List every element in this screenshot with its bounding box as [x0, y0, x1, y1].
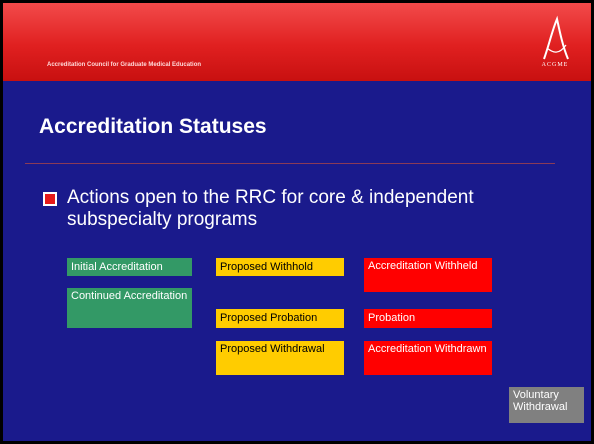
- status-proposed-withhold: Proposed Withhold: [216, 258, 344, 276]
- organization-name: Accreditation Council for Graduate Medic…: [47, 62, 202, 68]
- acgme-logo: ACGME: [539, 15, 573, 73]
- status-proposed-withdrawal: Proposed Withdrawal: [216, 341, 344, 375]
- status-probation: Probation: [364, 309, 492, 328]
- bullet-text: Actions open to the RRC for core & indep…: [67, 187, 474, 230]
- square-bullet-icon: [43, 192, 57, 206]
- status-initial-accreditation: Initial Accreditation: [67, 258, 192, 276]
- status-accreditation-withheld: Accreditation Withheld: [364, 258, 492, 292]
- status-continued-accreditation: Continued Accreditation: [67, 288, 192, 328]
- title-divider: [25, 163, 555, 164]
- slide-title: Accreditation Statuses: [39, 115, 267, 138]
- logo-arch-icon: [543, 15, 569, 60]
- status-voluntary-withdrawal: Voluntary Withdrawal: [509, 387, 584, 423]
- status-accreditation-withdrawn: Accreditation Withdrawn: [364, 341, 492, 375]
- header-banner: Accreditation Council for Graduate Medic…: [3, 3, 591, 81]
- status-proposed-probation: Proposed Probation: [216, 309, 344, 328]
- logo-text: ACGME: [541, 62, 569, 68]
